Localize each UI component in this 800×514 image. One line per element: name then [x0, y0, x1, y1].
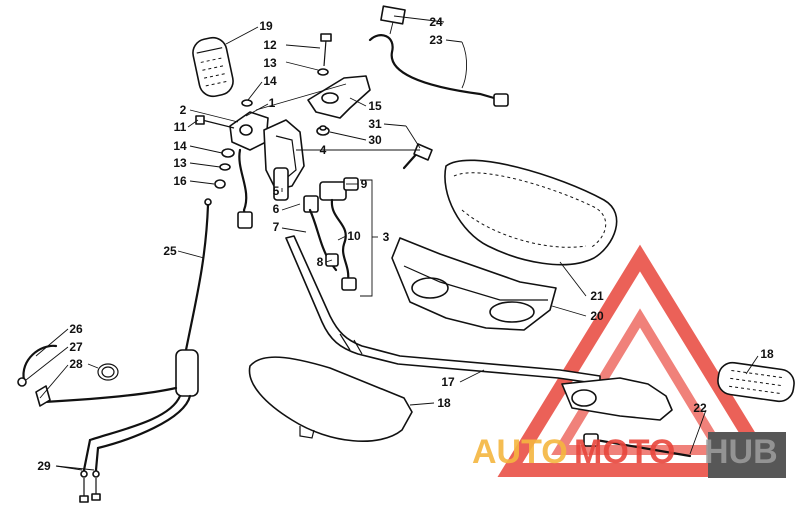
- cable-25: [42, 198, 212, 503]
- watermark-triangle-outer: [497, 244, 783, 477]
- callout-28: 28: [69, 357, 83, 371]
- callout-20: 20: [590, 309, 604, 323]
- callout-18-right: 18: [760, 347, 774, 361]
- callout-1: 1: [269, 96, 276, 110]
- washer-14-top: [241, 99, 253, 107]
- wire-left: [238, 148, 248, 228]
- callout-labels: 19 12 13 14 1 2 11 14 13 16 15 31 30 4 5…: [37, 15, 774, 473]
- nut-16: [214, 179, 226, 189]
- callout-14-top: 14: [263, 74, 277, 88]
- pad-21: [444, 159, 618, 266]
- callout-15: 15: [368, 99, 382, 113]
- watermark-text: AUTO MOTO HUB: [472, 433, 778, 471]
- callout-12: 12: [263, 38, 277, 52]
- callout-25: 25: [163, 244, 177, 258]
- callout-27: 27: [69, 340, 83, 354]
- callout-24: 24: [429, 15, 443, 29]
- throttle-assembly: [561, 361, 795, 421]
- cover-20: [391, 237, 557, 331]
- callout-7: 7: [273, 220, 280, 234]
- callout-4: 4: [320, 143, 327, 157]
- callout-8: 8: [317, 255, 324, 269]
- watermark-auto: AUTO: [472, 433, 568, 471]
- washer-14: [221, 148, 235, 158]
- callout-22: 22: [693, 401, 707, 415]
- washer-13: [219, 163, 231, 171]
- callout-18-top: 19: [259, 19, 273, 33]
- switch-housing: [229, 111, 319, 213]
- connector-left: [237, 211, 253, 229]
- bolt-11: [195, 115, 235, 129]
- callout-13: 13: [173, 156, 187, 170]
- pad-19: [248, 356, 413, 442]
- callout-6: 6: [273, 202, 280, 216]
- watermark-moto: MOTO: [574, 433, 675, 471]
- callout-3: 3: [383, 230, 390, 244]
- callout-9: 9: [361, 177, 368, 191]
- callout-21: 21: [590, 289, 604, 303]
- callout-11: 11: [174, 120, 187, 134]
- grip-top-left: [192, 36, 234, 98]
- callout-23: 23: [429, 33, 443, 47]
- callout-31: 31: [368, 117, 382, 131]
- leader-lines: [25, 15, 759, 471]
- callout-16: 16: [173, 174, 187, 188]
- handlebar-17: [285, 235, 601, 385]
- callout-17: 17: [441, 375, 455, 389]
- pin-31-end: [413, 143, 433, 161]
- nut-30: [316, 125, 330, 136]
- callout-10: 10: [347, 229, 361, 243]
- callout-2: 2: [180, 103, 187, 117]
- callout-14: 14: [173, 139, 187, 153]
- callout-29: 29: [37, 459, 51, 473]
- callout-26: 26: [69, 322, 83, 336]
- bracket-3: [360, 179, 373, 297]
- callout-30: 30: [368, 133, 382, 147]
- callout-5: 5: [273, 184, 280, 198]
- bolt-12: [317, 33, 332, 76]
- clamp-15: [307, 75, 371, 119]
- callout-19: 18: [437, 396, 451, 410]
- watermark-hub: HUB: [704, 433, 778, 471]
- cable-22: [583, 433, 692, 458]
- callout-13-top: 13: [263, 56, 277, 70]
- watermark-hub-box: [708, 432, 786, 478]
